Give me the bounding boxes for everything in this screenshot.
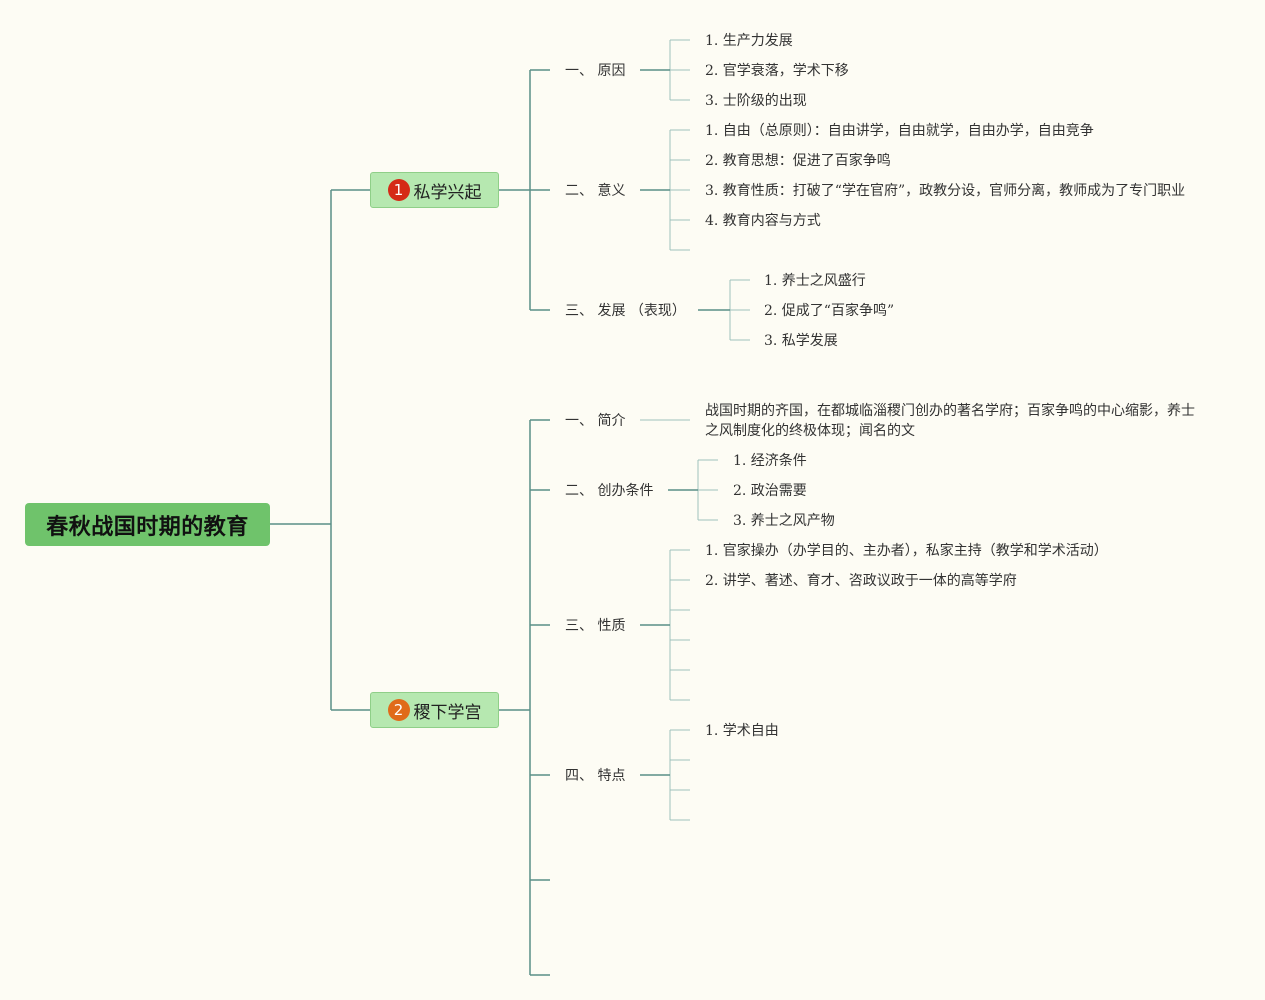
leaf-item[interactable]: 3. 士阶级的出现	[705, 93, 807, 109]
leaf-item[interactable]: 1. 官家操办（办学目的、主办者），私家主持（教学和学术活动）	[705, 543, 1108, 559]
leaf-item[interactable]: 1. 学术自由	[705, 723, 779, 739]
connector-line	[270, 189, 370, 711]
leaf-item[interactable]: 1. 经济条件	[733, 453, 807, 469]
leaf-item[interactable]: 2. 促成了“百家争鸣”	[764, 303, 895, 319]
subtopic-introduction[interactable]: 一、 简介	[565, 413, 626, 429]
priority-badge-2: 2	[387, 699, 410, 721]
branch-jixia-academy[interactable]: 2 稷下学宫	[370, 692, 499, 728]
leaf-item[interactable]: 2. 教育思想：促进了百家争鸣	[705, 153, 891, 169]
leaf-item[interactable]: 2. 讲学、著述、育才、咨政议政于一体的高等学府	[705, 573, 1017, 589]
leaf-item[interactable]: 3. 养士之风产物	[733, 513, 835, 529]
leaf-item[interactable]: 3. 教育性质：打破了“学在官府”，政教分设，官师分离，教师成为了专门职业	[705, 183, 1186, 199]
connector-line	[499, 419, 550, 976]
subtopic-development[interactable]: 三、 发展 （表现）	[565, 303, 686, 319]
connector-line	[729, 279, 750, 341]
branch-private-schools[interactable]: 1 私学兴起	[370, 172, 499, 208]
connector-line	[669, 549, 690, 701]
root-topic[interactable]: 春秋战国时期的教育	[25, 503, 270, 546]
leaf-item[interactable]: 1. 养士之风盛行	[764, 273, 866, 289]
subtopic-significance[interactable]: 二、 意义	[565, 183, 626, 199]
priority-badge-1: 1	[387, 179, 410, 201]
connector-line	[669, 729, 690, 821]
subtopic-nature[interactable]: 三、 性质	[565, 618, 626, 634]
subtopic-features[interactable]: 四、 特点	[565, 768, 626, 784]
leaf-item[interactable]: 1. 生产力发展	[705, 33, 793, 49]
connector-line	[499, 69, 550, 311]
leaf-item[interactable]: 4. 教育内容与方式	[705, 213, 821, 229]
subtopic-founding-conditions[interactable]: 二、 创办条件	[565, 483, 654, 499]
leaf-item-description[interactable]: 战国时期的齐国，在都城临淄稷门创办的著名学府；百家争鸣的中心缩影，养士之风制度化…	[705, 403, 1195, 439]
branch-label: 私学兴起	[413, 182, 482, 203]
leaf-item[interactable]: 3. 私学发展	[764, 333, 838, 349]
branch-label: 稷下学宫	[413, 702, 482, 723]
connector-line	[669, 129, 690, 251]
subtopic-causes[interactable]: 一、 原因	[565, 63, 626, 79]
leaf-item[interactable]: 2. 官学衰落，学术下移	[705, 63, 849, 79]
leaf-item[interactable]: 1. 自由（总原则）：自由讲学，自由就学，自由办学，自由竞争	[705, 123, 1094, 139]
leaf-item[interactable]: 2. 政治需要	[733, 483, 807, 499]
connector-line	[697, 459, 718, 521]
